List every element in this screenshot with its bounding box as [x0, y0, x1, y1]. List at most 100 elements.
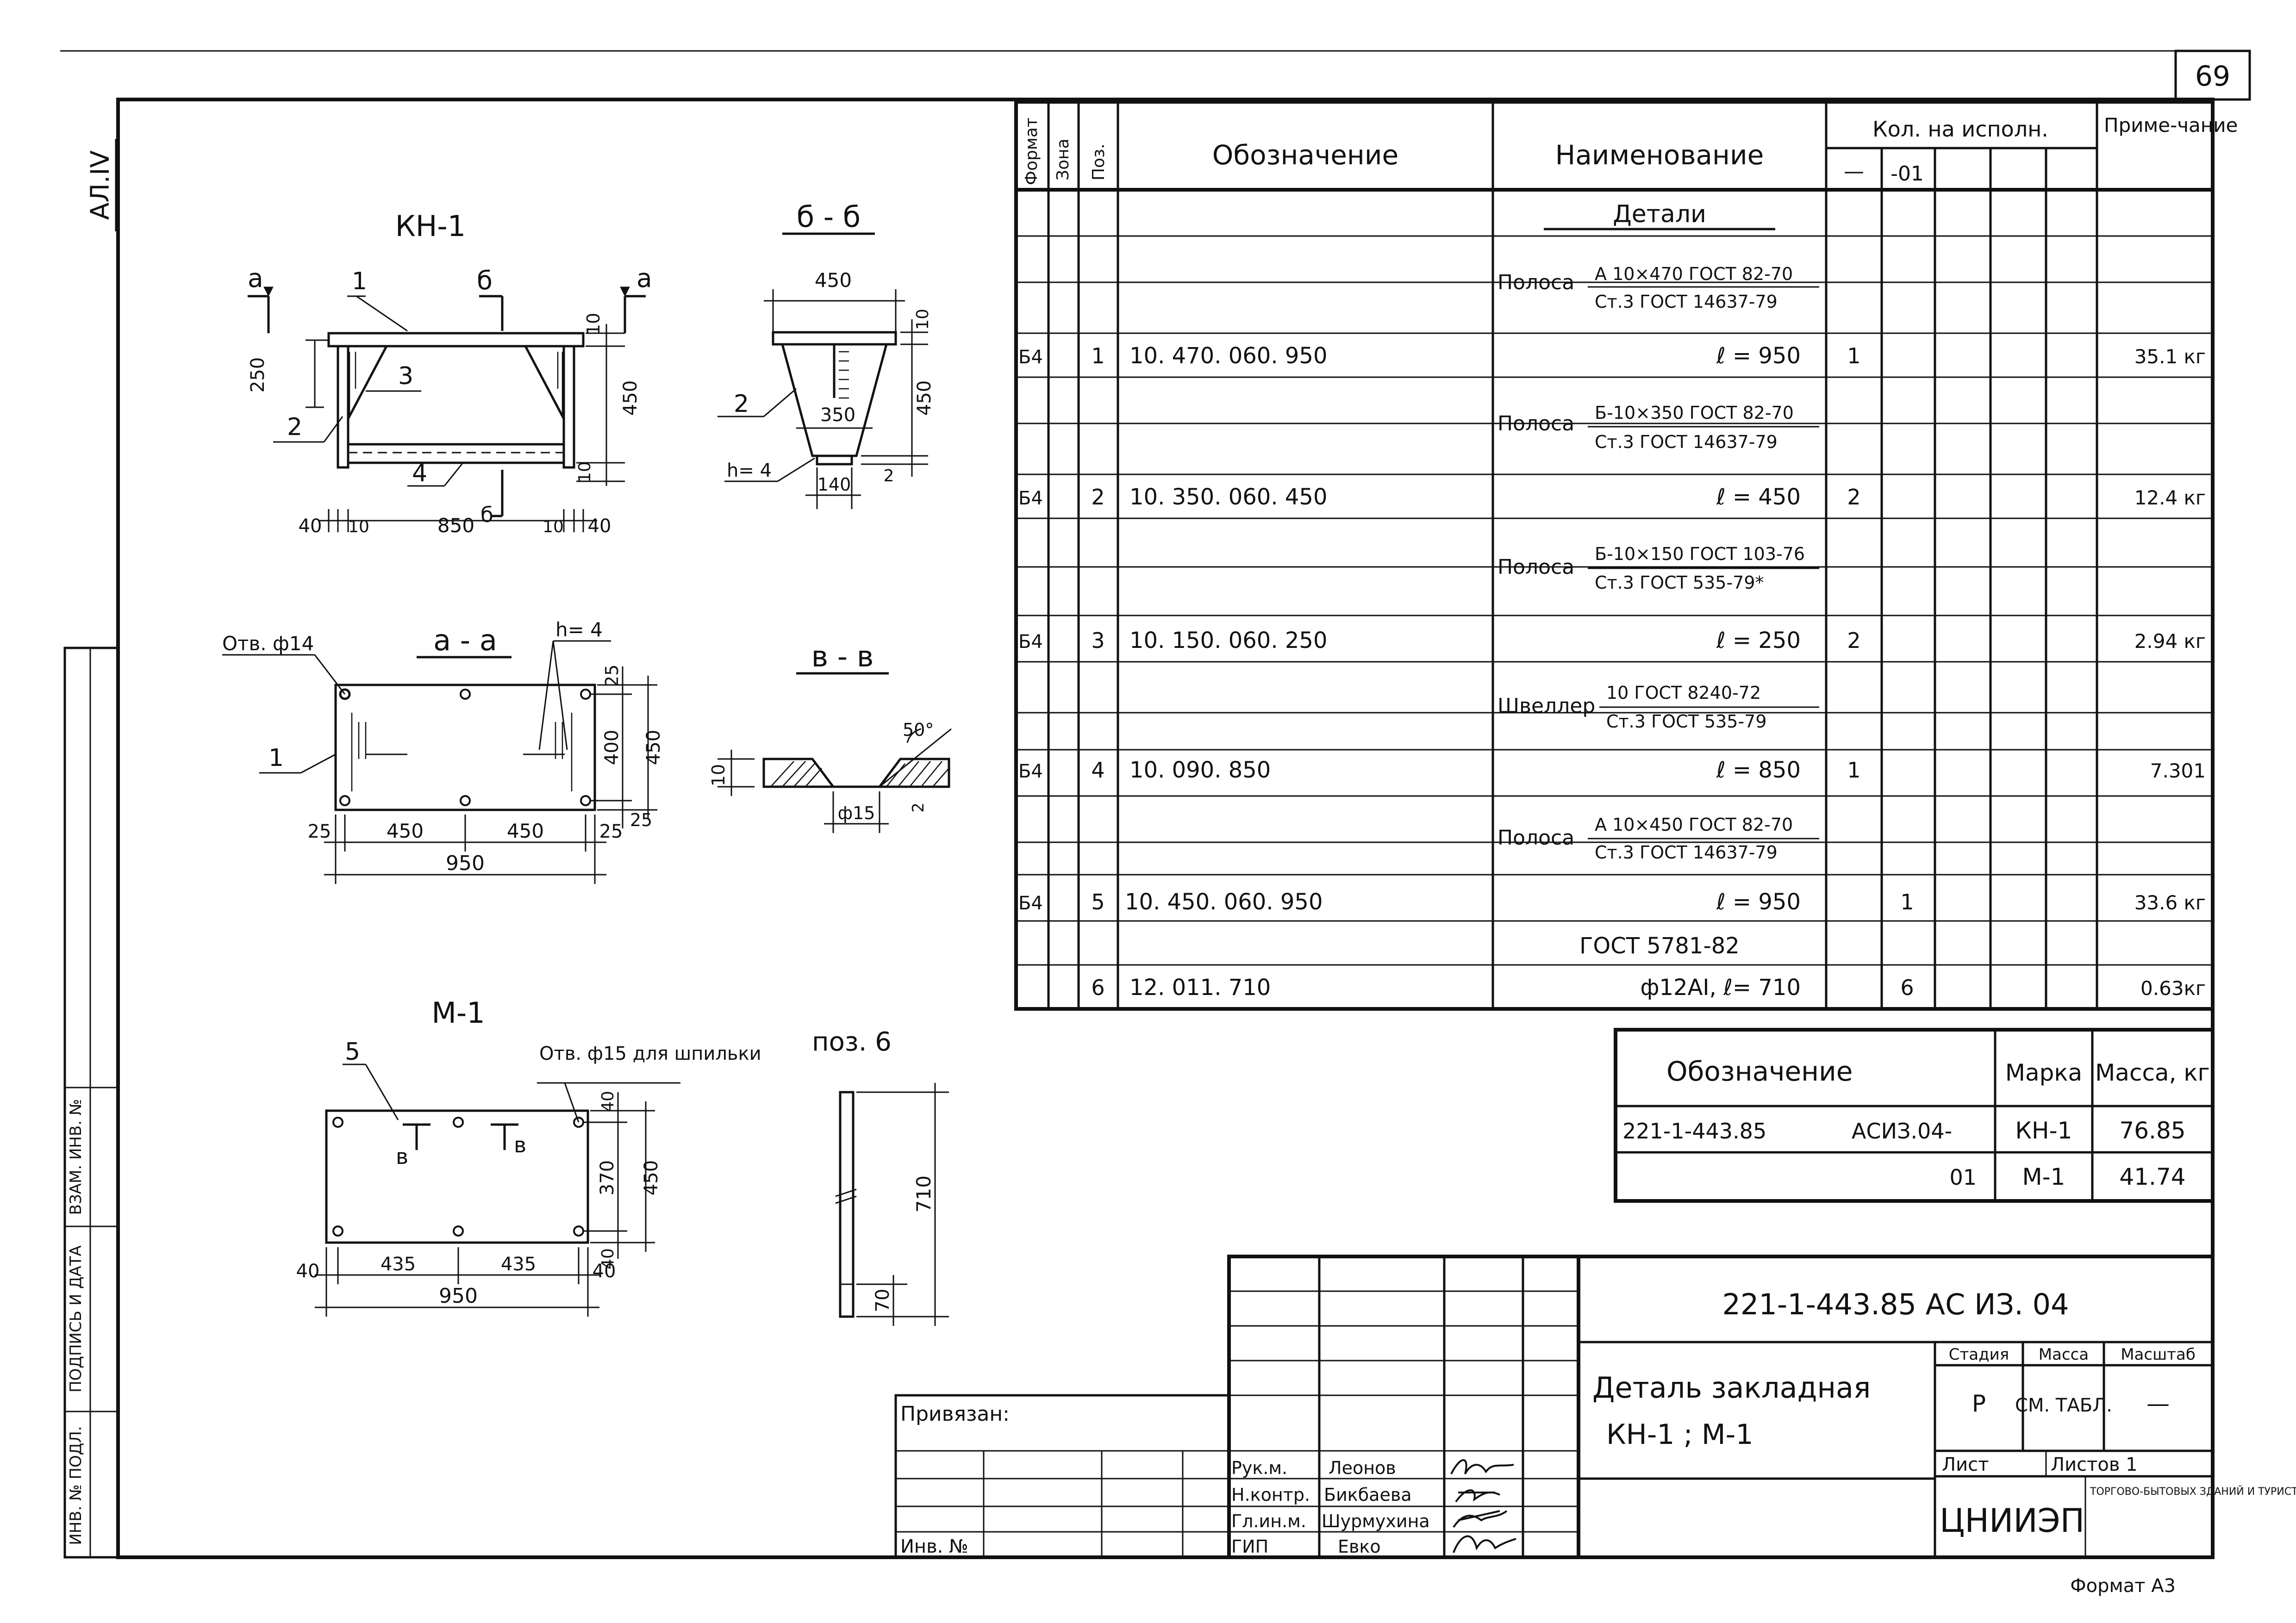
spec-r9-pos: 5: [1091, 889, 1104, 914]
aa-hole-label: Отв. ф14: [222, 632, 314, 655]
sig-name-3: Евко: [1338, 1536, 1381, 1557]
vv-dim-10: 10: [708, 764, 729, 786]
spec-r3-format: Б4: [1018, 488, 1043, 509]
spec-r7-note: 7.301: [2150, 759, 2206, 782]
kn1-weld-marks: [349, 352, 563, 417]
view-section-aa: а - а Отв. ф14 h= 4 1 25 450 450: [222, 618, 664, 884]
mass-h-mark: Марка: [2005, 1059, 2082, 1086]
view-section-vv: в - в 50° 10 ф15 2: [708, 640, 952, 833]
spec-table-columns: [1047, 102, 2098, 1009]
pos6-break-marks: [835, 1188, 857, 1204]
spec-r3-designation: 10. 350. 060. 450: [1129, 484, 1327, 510]
spec-r2-material: Полоса: [1497, 412, 1574, 435]
aa-pos1: 1: [268, 744, 284, 772]
spec-r5-q1: 2: [1847, 628, 1860, 653]
spec-r1-pos: 1: [1091, 343, 1104, 368]
m1-dim-370: 370: [597, 1160, 618, 1195]
title-org-sub: ТОРГОВО-БЫТОВЫХ ЗДАНИЙ И ТУРИСТСКИХ КОМП…: [2090, 1486, 2296, 1498]
mass-r1-mark: М-1: [2022, 1163, 2065, 1190]
m1-cut-marks: [403, 1123, 518, 1150]
kn1-dim-10a: 10: [583, 313, 604, 335]
m1-title: М-1: [431, 996, 485, 1030]
sig-name-0: Леонов: [1329, 1458, 1396, 1478]
aa-dim-right-ext: [590, 684, 657, 811]
bb-dim-140-ext: [816, 467, 853, 509]
spec-r7-name: ℓ = 850: [1716, 757, 1801, 783]
m1-dim-40c: 40: [599, 1091, 618, 1112]
mass-r0-mark: КН-1: [2015, 1117, 2072, 1144]
vv-plate: [762, 758, 950, 788]
kn1-dim-10d: 10: [543, 517, 564, 536]
sig-name-2: Шурмухина: [1322, 1511, 1430, 1531]
bb-dim-right-ext: [861, 331, 928, 465]
spec-r0-den: Ст.3 ГОСТ 14637-79: [1595, 292, 1778, 312]
bb-dim-h4: h= 4: [727, 460, 772, 481]
pos6-dim-70: 70: [872, 1289, 893, 1312]
margin-inv-podl: ИНВ. № ПОДЛ.: [67, 1426, 85, 1545]
vv-dim-15: ф15: [838, 803, 875, 823]
aa-title: а - а: [433, 623, 497, 657]
kn1-bottom-channel: [347, 443, 565, 464]
bb-top-plate: [772, 331, 897, 346]
sheet-number-box: [2174, 50, 2251, 101]
spec-r9-format: Б4: [1018, 893, 1043, 914]
title-sheet-label: Лист: [1942, 1454, 1989, 1475]
m1-dim-right-ext: [583, 1110, 655, 1244]
spec-r10-name: ГОСТ 5781-82: [1579, 933, 1740, 959]
title-stage-value: Р: [1972, 1390, 1986, 1417]
m1-dim-435b: 435: [501, 1254, 536, 1275]
spec-r2-num: Б-10×350 ГОСТ 82-70: [1595, 403, 1794, 423]
m1-dim-ticks: [325, 1247, 589, 1317]
kn1-dim-10b: 10: [575, 461, 594, 483]
bb-dim-450-ext: [772, 289, 897, 333]
mass-h-mass: Масса, кг: [2095, 1059, 2210, 1086]
spec-r0-material: Полоса: [1497, 271, 1574, 294]
pos6-bar: [839, 1091, 855, 1318]
spec-r4-den: Ст.3 ГОСТ 535-79*: [1595, 572, 1764, 593]
spec-r1-q1: 1: [1847, 343, 1860, 368]
kn1-title: КН-1: [395, 209, 466, 243]
mass-r0-sheet: АСИЗ.04-: [1852, 1119, 1952, 1144]
spec-r11-q2: 6: [1900, 975, 1914, 1000]
left-margin-strip: [63, 647, 119, 1559]
mass-table: Обозначение Марка Масса, кг 221-1-443.85…: [1614, 1028, 2215, 1203]
spec-row-lines: [1016, 235, 2213, 966]
spec-r5-format: Б4: [1018, 631, 1043, 653]
spec-r1-name: ℓ = 950: [1716, 343, 1801, 369]
spec-h-qty-sub1: —: [1844, 160, 1864, 183]
signature-0-scribble: [1450, 1459, 1514, 1474]
m1-leader-5: [365, 1064, 399, 1120]
kn1-cut-a-left-arrow: [263, 286, 274, 297]
kn1-leader-4: [443, 462, 464, 486]
mass-r1-sheet: 01: [1949, 1165, 1977, 1190]
view-m1: М-1 в в 5 Отв. ф15 для шпильки 40 435 43…: [296, 996, 761, 1317]
aa-dim-450c: 450: [643, 730, 664, 765]
title-sig-columns: [1318, 1256, 1524, 1557]
m1-dim-950: 950: [439, 1284, 478, 1308]
aa-dim-25a: 25: [308, 821, 331, 842]
bb-dim-10: 10: [913, 309, 932, 330]
kn1-dim-250: 250: [247, 357, 268, 392]
kn1-pos1: 1: [352, 267, 367, 295]
aa-h-label: h= 4: [555, 618, 603, 641]
kn1-right-rib: [524, 345, 565, 420]
mass-r0-mass: 76.85: [2119, 1117, 2185, 1144]
spec-r5-pos: 3: [1091, 628, 1104, 653]
view-section-bb: б - б 450 350 140 2 h= 4 10 450 2: [718, 200, 935, 509]
kn1-cut-a-left-label: а: [248, 263, 263, 293]
m1-cut-v-right: в: [514, 1132, 526, 1157]
bb-dim-2: 2: [884, 466, 894, 485]
spec-r6-material: Швеллер: [1497, 694, 1595, 718]
spec-r3-name: ℓ = 450: [1716, 484, 1801, 510]
bb-bottom-plate: [816, 454, 853, 466]
aa-dim-ticks: [335, 815, 596, 884]
title-sheets-label: Листов 1: [2051, 1454, 2138, 1475]
spec-h-qty: Кол. на исполн.: [1872, 117, 2048, 142]
spec-r8-material: Полоса: [1497, 826, 1574, 850]
m1-hole-label: Отв. ф15 для шпильки: [539, 1043, 761, 1064]
m1-dim-40d: 40: [599, 1248, 618, 1269]
spec-r7-designation: 10. 090. 850: [1129, 757, 1271, 783]
spec-r6-den: Ст.3 ГОСТ 535-79: [1606, 711, 1767, 732]
bb-dim-450-top: 450: [815, 269, 852, 292]
